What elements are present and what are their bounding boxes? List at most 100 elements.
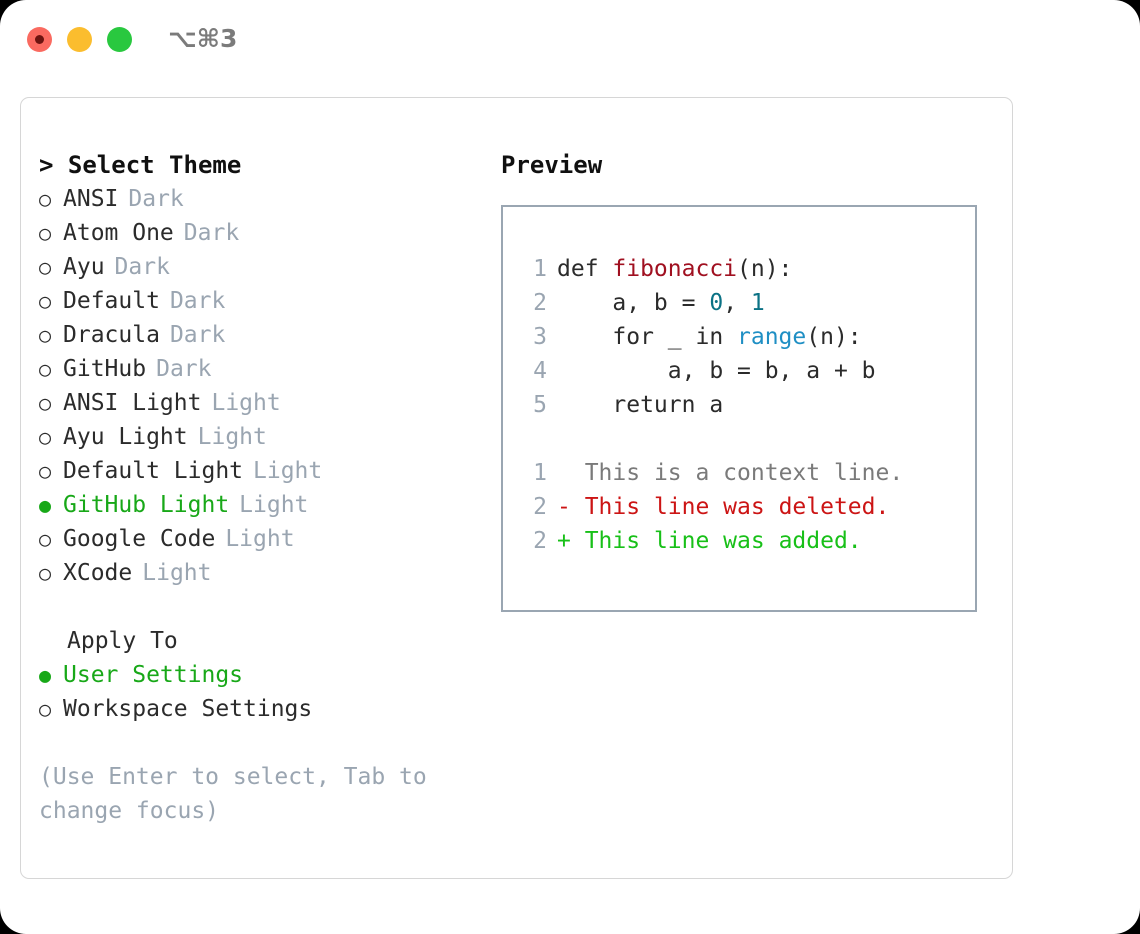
radio-unselected-icon: ○ xyxy=(39,459,52,483)
theme-item-label: Default Light xyxy=(63,458,244,484)
radio-unselected-icon: ○ xyxy=(39,697,52,721)
apply-to-option-workspace-settings[interactable]: ○ Workspace Settings xyxy=(39,692,479,726)
code-token-plain: def xyxy=(557,256,613,282)
theme-item-tag: Light xyxy=(225,526,295,552)
code-indent xyxy=(557,358,668,384)
theme-item-label: GitHub xyxy=(63,356,147,382)
theme-item-default-light[interactable]: ○ Default Light Light xyxy=(39,454,479,488)
code-line: 3 for _ in range(n): xyxy=(523,320,975,354)
code-token-call: range xyxy=(737,324,807,350)
theme-item-tag: Light xyxy=(211,390,281,416)
diff-text: This is a context line. xyxy=(584,460,904,486)
code-line-number: 2 xyxy=(533,290,547,316)
apply-to-option-label: User Settings xyxy=(63,662,244,688)
diff-line-number: 2 xyxy=(533,528,547,554)
code-token-plain: a, b = b, a + b xyxy=(667,358,876,384)
close-button[interactable] xyxy=(27,27,52,52)
diff-marker: + xyxy=(557,528,585,554)
theme-item-dracula[interactable]: ○ Dracula Dark xyxy=(39,318,479,352)
theme-item-label: Google Code xyxy=(63,526,216,552)
theme-item-tag: Light xyxy=(142,560,212,586)
theme-item-tag: Dark xyxy=(114,254,170,280)
code-line: 4 a, b = b, a + b xyxy=(523,354,975,388)
theme-item-label: Ayu xyxy=(63,254,105,280)
theme-item-label: ANSI xyxy=(63,186,119,212)
radio-selected-icon: ● xyxy=(39,663,52,687)
theme-item-tag: Dark xyxy=(128,186,184,212)
code-token-num: 0 xyxy=(709,290,724,316)
code-token-plain: , xyxy=(723,290,751,316)
theme-item-tag: Dark xyxy=(169,322,226,348)
theme-item-github-light[interactable]: ● GitHub Light Light xyxy=(39,488,479,522)
code-diff-separator xyxy=(523,422,975,456)
radio-unselected-icon: ○ xyxy=(39,357,52,381)
code-token-plain: (n): xyxy=(737,256,793,282)
radio-selected-icon: ● xyxy=(39,493,52,517)
preview-title: Preview xyxy=(501,151,603,179)
code-indent xyxy=(557,392,612,418)
diff-block: 1 This is a context line.2- This line wa… xyxy=(523,456,975,558)
code-line-number: 5 xyxy=(533,392,547,418)
radio-unselected-icon: ○ xyxy=(39,425,52,449)
theme-item-label: XCode xyxy=(63,560,133,586)
theme-item-tag: Light xyxy=(239,492,309,518)
radio-unselected-icon: ○ xyxy=(39,323,52,347)
code-token-plain: for _ in xyxy=(612,324,738,350)
keyboard-shortcut-label: ⌥⌘3 xyxy=(168,24,238,53)
theme-item-label: GitHub Light xyxy=(63,492,230,518)
apply-to-option-label: Workspace Settings xyxy=(63,696,313,722)
diff-text: This line was added. xyxy=(584,528,862,554)
theme-item-google-code[interactable]: ○ Google Code Light xyxy=(39,522,479,556)
code-line-number: 4 xyxy=(533,358,547,384)
title-bar: ⌥⌘3 xyxy=(0,0,1140,78)
list-spacer xyxy=(39,590,479,624)
code-token-plain: return a xyxy=(612,392,724,418)
diff-text: This line was deleted. xyxy=(584,494,890,520)
radio-unselected-icon: ○ xyxy=(39,221,52,245)
theme-item-tag: Dark xyxy=(183,220,240,246)
code-line-number: 3 xyxy=(533,324,547,350)
diff-line-number: 1 xyxy=(533,460,547,486)
code-token-plain: a, b = xyxy=(612,290,710,316)
minimize-button[interactable] xyxy=(67,27,92,52)
theme-item-tag: Dark xyxy=(169,288,226,314)
code-indent xyxy=(557,290,612,316)
theme-picker-header: > Select Theme xyxy=(39,151,242,179)
radio-unselected-icon: ○ xyxy=(39,289,52,313)
theme-item-ansi[interactable]: ○ ANSI Dark xyxy=(39,182,479,216)
theme-item-tag: Light xyxy=(253,458,323,484)
radio-unselected-icon: ○ xyxy=(39,527,52,551)
maximize-button[interactable] xyxy=(107,27,132,52)
theme-item-label: ANSI Light xyxy=(63,390,202,416)
diff-line-number: 2 xyxy=(533,494,547,520)
theme-item-atom-one[interactable]: ○ Atom One Dark xyxy=(39,216,479,250)
radio-unselected-icon: ○ xyxy=(39,187,52,211)
apply-to-list: ● User Settings ○ Workspace Settings xyxy=(39,658,479,726)
theme-item-label: Ayu Light xyxy=(63,424,188,450)
code-token-num: 1 xyxy=(750,290,765,316)
theme-item-tag: Light xyxy=(197,424,267,450)
diff-line-ctx: 1 This is a context line. xyxy=(523,456,975,490)
theme-item-ayu-light[interactable]: ○ Ayu Light Light xyxy=(39,420,479,454)
theme-item-label: Dracula xyxy=(63,322,160,348)
code-token-fn: fibonacci xyxy=(612,256,738,282)
code-indent xyxy=(557,324,612,350)
theme-item-label: Atom One xyxy=(63,220,174,246)
diff-line-add: 2 + This line was added. xyxy=(523,524,975,558)
apply-to-title: Apply To xyxy=(67,628,178,654)
keyboard-hint: (Use Enter to select, Tab to change focu… xyxy=(39,764,427,824)
apply-to-option-user-settings[interactable]: ● User Settings xyxy=(39,658,479,692)
